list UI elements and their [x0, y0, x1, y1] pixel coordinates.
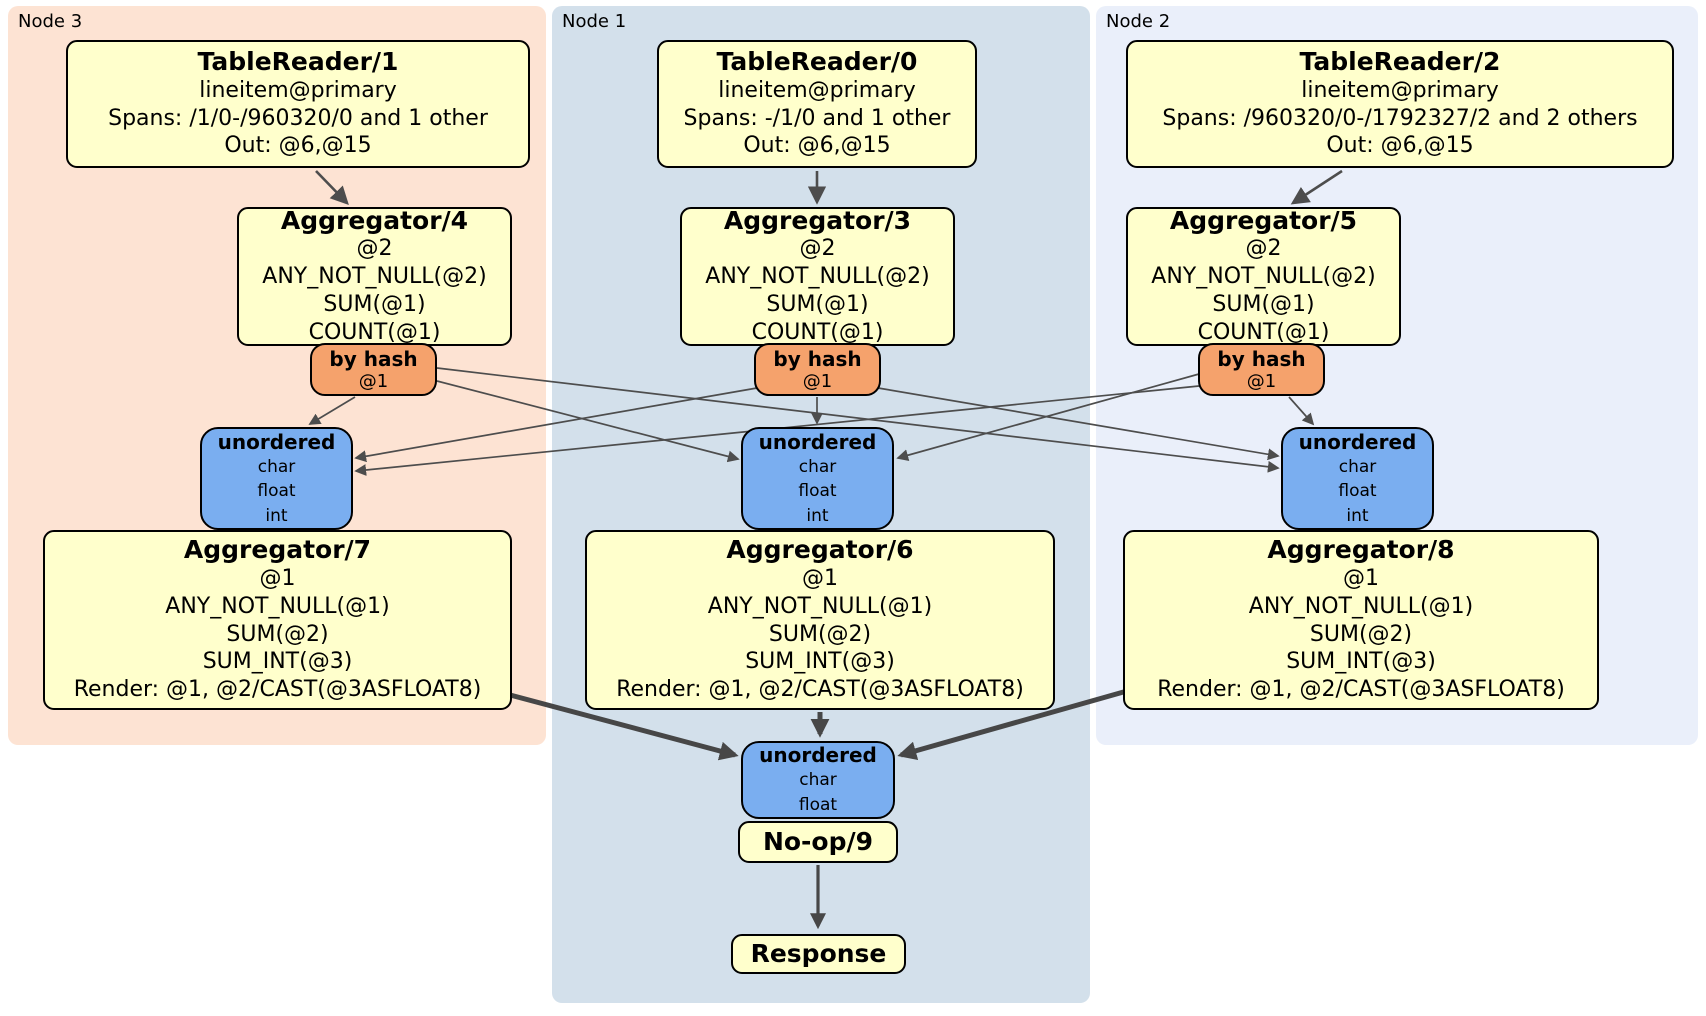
aggregator-4-fn: COUNT(@1)	[308, 319, 441, 345]
tablereader-2-box: TableReader/2 lineitem@primary Spans: /9…	[1126, 40, 1674, 168]
aggregator-8-groupby: @1	[1343, 566, 1379, 592]
aggregator-8-fn: SUM(@2)	[1309, 621, 1413, 647]
aggregator-8-fn: SUM_INT(@3)	[1286, 649, 1436, 675]
unordered-sync-type: char	[1338, 456, 1377, 477]
aggregator-6-groupby: @1	[802, 566, 838, 592]
tablereader-1-out: Out: @6,@15	[224, 133, 372, 159]
tablereader-2-out: Out: @6,@15	[1326, 133, 1474, 159]
unordered-sync-title: unordered	[759, 743, 877, 768]
tablereader-0-box: TableReader/0 lineitem@primary Spans: -/…	[657, 40, 977, 168]
aggregator-4-groupby: @2	[356, 236, 393, 262]
aggregator-4-fn: ANY_NOT_NULL(@2)	[262, 264, 487, 290]
hash-router-title: by hash	[329, 347, 418, 372]
aggregator-6-render: Render: @1, @2/CAST(@3ASFLOAT8)	[616, 676, 1024, 702]
aggregator-7-box: Aggregator/7 @1 ANY_NOT_NULL(@1) SUM(@2)…	[43, 530, 512, 710]
aggregator-3-fn: COUNT(@1)	[751, 319, 884, 345]
tablereader-0-out: Out: @6,@15	[743, 133, 891, 159]
aggregator-5-groupby: @2	[1245, 236, 1282, 262]
node3-label: Node 3	[18, 11, 83, 32]
response-box: Response	[731, 934, 906, 974]
tablereader-0-table: lineitem@primary	[718, 77, 916, 103]
aggregator-5-fn: COUNT(@1)	[1197, 319, 1330, 345]
unordered-sync-type: int	[265, 505, 288, 526]
unordered-sync-type: int	[806, 505, 829, 526]
unordered-sync-node3: unordered char float int	[200, 427, 353, 530]
node1-label: Node 1	[562, 11, 627, 32]
aggregator-5-fn: ANY_NOT_NULL(@2)	[1151, 264, 1376, 290]
aggregator-3-fn: ANY_NOT_NULL(@2)	[705, 264, 930, 290]
node2-label: Node 2	[1106, 11, 1171, 32]
hash-router-key: @1	[358, 371, 389, 393]
hash-router-title: by hash	[773, 347, 862, 372]
tablereader-1-spans: Spans: /1/0-/960320/0 and 1 other	[108, 105, 488, 131]
aggregator-7-fn: SUM(@2)	[226, 621, 329, 647]
noop-box: No-op/9	[738, 821, 898, 863]
aggregator-6-title: Aggregator/6	[726, 535, 914, 565]
tablereader-0-title: TableReader/0	[716, 47, 918, 77]
aggregator-6-fn: SUM_INT(@3)	[745, 649, 895, 675]
aggregator-7-groupby: @1	[259, 566, 296, 592]
unordered-sync-type: float	[1338, 481, 1377, 502]
aggregator-5-fn: SUM(@1)	[1212, 291, 1315, 317]
unordered-sync-node1: unordered char float int	[741, 427, 894, 530]
aggregator-3-box: Aggregator/3 @2 ANY_NOT_NULL(@2) SUM(@1)…	[680, 205, 955, 346]
unordered-sync-type: int	[1346, 505, 1369, 526]
aggregator-3-title: Aggregator/3	[723, 205, 912, 235]
tablereader-2-spans: Spans: /960320/0-/1792327/2 and 2 others	[1162, 105, 1638, 131]
aggregator-8-render: Render: @1, @2/CAST(@3ASFLOAT8)	[1157, 676, 1565, 702]
hash-router-node1: by hash @1	[754, 343, 881, 396]
aggregator-7-fn: ANY_NOT_NULL(@1)	[165, 593, 390, 619]
aggregator-6-fn: ANY_NOT_NULL(@1)	[707, 593, 933, 619]
aggregator-8-fn: ANY_NOT_NULL(@1)	[1248, 593, 1474, 619]
tablereader-1-box: TableReader/1 lineitem@primary Spans: /1…	[66, 40, 530, 168]
unordered-sync-type: float	[798, 481, 837, 502]
aggregator-7-render: Render: @1, @2/CAST(@3ASFLOAT8)	[73, 676, 482, 702]
unordered-sync-title: unordered	[758, 429, 877, 454]
unordered-sync-node2: unordered char float int	[1281, 427, 1434, 530]
tablereader-2-title: TableReader/2	[1299, 47, 1501, 77]
unordered-sync-type: char	[257, 456, 296, 477]
hash-router-key: @1	[1246, 371, 1277, 393]
aggregator-8-title: Aggregator/8	[1267, 535, 1455, 565]
response-title: Response	[750, 938, 887, 968]
hash-router-title: by hash	[1217, 347, 1306, 372]
hash-router-node3: by hash @1	[310, 343, 437, 396]
tablereader-1-table: lineitem@primary	[199, 77, 397, 103]
hash-router-node2: by hash @1	[1198, 343, 1325, 396]
unordered-sync-type: float	[257, 481, 296, 502]
aggregator-7-title: Aggregator/7	[183, 535, 372, 565]
unordered-sync-type: char	[799, 770, 837, 791]
aggregator-4-fn: SUM(@1)	[323, 291, 426, 317]
aggregator-5-title: Aggregator/5	[1169, 205, 1358, 235]
noop-title: No-op/9	[762, 826, 874, 856]
aggregator-4-title: Aggregator/4	[280, 205, 469, 235]
aggregator-4-box: Aggregator/4 @2 ANY_NOT_NULL(@2) SUM(@1)…	[237, 205, 512, 346]
aggregator-8-box: Aggregator/8 @1 ANY_NOT_NULL(@1) SUM(@2)…	[1123, 530, 1599, 710]
tablereader-0-spans: Spans: -/1/0 and 1 other	[683, 105, 951, 131]
tablereader-2-table: lineitem@primary	[1301, 77, 1499, 103]
aggregator-6-fn: SUM(@2)	[768, 621, 872, 647]
aggregator-5-box: Aggregator/5 @2 ANY_NOT_NULL(@2) SUM(@1)…	[1126, 205, 1401, 346]
unordered-sync-type: float	[798, 795, 838, 815]
unordered-sync-type: char	[798, 456, 837, 477]
aggregator-3-fn: SUM(@1)	[766, 291, 869, 317]
final-unordered-sync: unordered char float	[741, 741, 895, 819]
tablereader-1-title: TableReader/1	[197, 47, 399, 77]
unordered-sync-title: unordered	[1298, 429, 1417, 454]
aggregator-7-fn: SUM_INT(@3)	[202, 649, 353, 675]
unordered-sync-title: unordered	[217, 429, 336, 454]
aggregator-6-box: Aggregator/6 @1 ANY_NOT_NULL(@1) SUM(@2)…	[585, 530, 1055, 710]
hash-router-key: @1	[802, 371, 833, 393]
aggregator-3-groupby: @2	[799, 236, 836, 262]
